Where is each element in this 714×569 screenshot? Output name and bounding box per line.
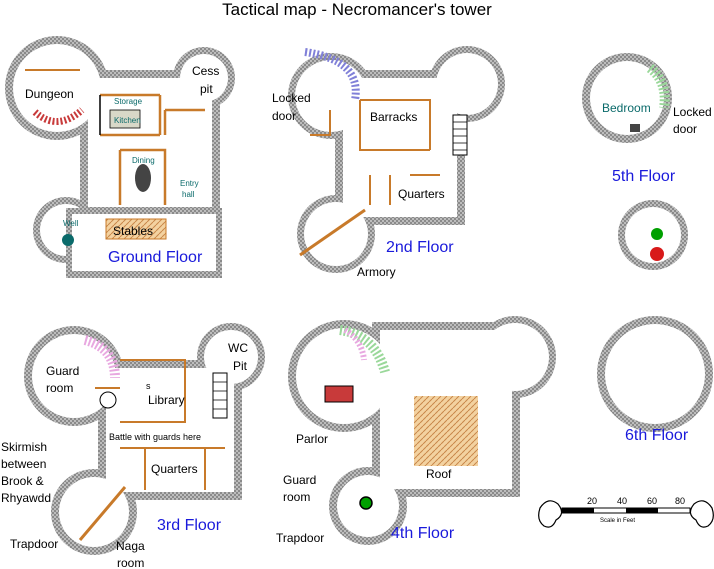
room-roof: Roof	[426, 467, 452, 481]
scale-heraldic-left	[538, 500, 563, 528]
scale-heraldic-right	[689, 500, 714, 528]
room-trapdoor-4: Trapdoor	[276, 531, 324, 545]
ground-floor: Dungeon Cess pit Storage Kitchen Dining …	[5, 36, 235, 278]
fourth-floor: Parlor Guard room Trapdoor Roof 4th Floo…	[276, 316, 556, 545]
room-dining: Dining	[132, 156, 155, 165]
fifth-floor: Bedroom Locked door 5th Floor	[582, 53, 712, 270]
second-floor: Locked door Barracks Quarters Armory 2nd…	[272, 46, 505, 279]
room-kitchen: Kitchen	[114, 116, 141, 125]
note-battle: Battle with guards here	[109, 432, 201, 442]
note-skirmish-2: between	[1, 457, 46, 471]
room-dungeon: Dungeon	[25, 87, 74, 101]
room-parlor: Parlor	[296, 432, 328, 446]
room-storage: Storage	[114, 97, 143, 106]
room-bedroom: Bedroom	[602, 101, 651, 115]
room-cess: Cess	[192, 64, 219, 78]
room-barracks: Barracks	[370, 110, 417, 124]
sixth-floor: 6th Floor	[597, 316, 713, 444]
room-guard4-2: room	[283, 490, 310, 504]
label-third-floor: 3rd Floor	[157, 517, 222, 534]
room-locked-door-5a: Locked	[673, 105, 712, 119]
note-skirmish-1: Skirmish	[1, 440, 47, 454]
room-trapdoor-3: Trapdoor	[10, 537, 58, 551]
scale-caption: Scale in Feet	[600, 518, 635, 524]
room-quarters-3: Quarters	[151, 462, 198, 476]
label-sixth-floor: 6th Floor	[625, 427, 689, 444]
room-locked-door-5b: door	[673, 122, 697, 136]
scale-bar: 20 40 60 80 Scale in Feet	[538, 496, 714, 528]
scale-tick-80: 80	[675, 496, 685, 506]
room-stables: Stables	[113, 224, 153, 238]
room-guard-1: Guard	[46, 364, 79, 378]
room-entry: Entry	[180, 179, 199, 188]
scale-tick-60: 60	[647, 496, 657, 506]
room-wc-pit: Pit	[233, 359, 248, 373]
scale-tick-40: 40	[617, 496, 627, 506]
room-naga-1: Naga	[116, 539, 145, 553]
room-locked-door-2: door	[272, 109, 296, 123]
room-library: Library	[148, 393, 185, 407]
third-floor: Guard room WC Pit s Library Battle with …	[1, 323, 265, 569]
room-naga-2: room	[117, 556, 144, 569]
label-fifth-floor: 5th Floor	[612, 168, 676, 185]
room-quarters-2: Quarters	[398, 187, 445, 201]
map-title: Tactical map - Necromancer's tower	[222, 0, 492, 19]
label-second-floor: 2nd Floor	[386, 239, 454, 256]
note-skirmish-4: Rhyawdd	[1, 491, 51, 505]
room-armory: Armory	[357, 265, 396, 279]
label-fourth-floor: 4th Floor	[391, 525, 455, 542]
room-hall: hall	[182, 190, 195, 199]
room-well: Well	[63, 219, 79, 228]
note-skirmish-3: Brook &	[1, 474, 44, 488]
room-lib-s: s	[146, 381, 151, 391]
room-locked-door-1: Locked	[272, 91, 311, 105]
room-guard4-1: Guard	[283, 473, 316, 487]
room-pit: pit	[200, 82, 213, 96]
room-guard-2: room	[46, 381, 73, 395]
label-ground-floor: Ground Floor	[108, 249, 203, 266]
room-wc: WC	[228, 341, 248, 355]
scale-tick-20: 20	[587, 496, 597, 506]
